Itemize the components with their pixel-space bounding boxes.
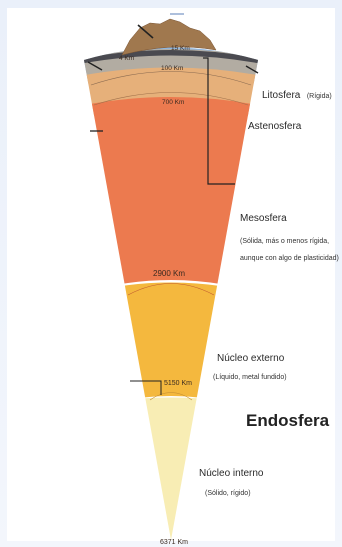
note-nucleo-externo: (Líquido, metal fundido) [213, 374, 287, 381]
depth-6371km: 6371 Km [160, 539, 188, 546]
depth-15km: 15 Km [171, 45, 190, 52]
depth-700km: 700 Km [162, 99, 184, 106]
note-mesosfera-2: aunque con algo de plasticidad) [240, 255, 339, 262]
label-nucleo-interno: Núcleo interno [199, 468, 264, 479]
diagram-title: Endosfera [246, 411, 329, 431]
label-astenosfera: Astenosfera [248, 121, 302, 132]
depth-2900km: 2900 Km [153, 269, 185, 278]
label-nucleo-externo: Núcleo externo [217, 353, 285, 364]
depth-100km: 100 Km [161, 65, 183, 72]
note-mesosfera-1: (Sólida, más o menos rígida, [240, 238, 329, 245]
note-nucleo-interno: (Sólido, rígido) [205, 490, 251, 497]
depth-5150km: 5150 Km [164, 380, 192, 387]
depth-4km: 4 Km [119, 55, 134, 62]
label-mesosfera: Mesosfera [240, 213, 287, 224]
label-litosfera: Litosfera (Rígida) [262, 85, 332, 102]
